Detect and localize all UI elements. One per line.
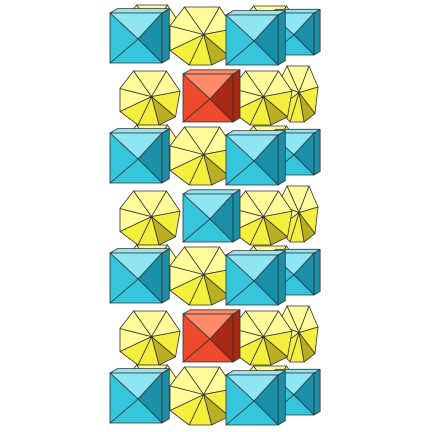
yellow-facet bbox=[119, 310, 152, 338]
cyan-concave-cube bbox=[109, 128, 170, 184]
side-face bbox=[313, 248, 321, 296]
yellow-facet bbox=[169, 246, 205, 275]
side-face bbox=[277, 250, 286, 306]
side-face bbox=[232, 69, 241, 123]
top-face bbox=[109, 248, 170, 254]
yellow-polyhedron bbox=[169, 366, 235, 426]
front-left-facet bbox=[182, 73, 211, 123]
top-face bbox=[109, 368, 170, 374]
yellow-polyhedron bbox=[169, 6, 235, 66]
yellow-polyhedron bbox=[119, 70, 181, 126]
side-face bbox=[161, 128, 170, 184]
top-face bbox=[225, 130, 286, 136]
top-face bbox=[225, 10, 286, 16]
front-left-facet bbox=[225, 14, 255, 66]
top-face bbox=[225, 250, 286, 256]
front-left-facet bbox=[109, 252, 139, 304]
yellow-facet bbox=[169, 6, 205, 35]
cyan-concave-cube bbox=[109, 368, 170, 424]
front-left-facet bbox=[225, 254, 255, 306]
front-left-facet bbox=[109, 132, 139, 184]
side-face bbox=[232, 189, 241, 243]
front-left-facet bbox=[109, 372, 139, 424]
side-face bbox=[313, 368, 321, 416]
front-left-facet bbox=[182, 313, 211, 363]
side-face bbox=[277, 130, 286, 186]
cyan-concave-cube bbox=[225, 10, 286, 66]
red-center-polyhedron bbox=[182, 69, 241, 123]
side-face bbox=[161, 248, 170, 304]
red-center-polyhedron bbox=[182, 309, 241, 363]
side-face bbox=[277, 370, 286, 426]
side-face bbox=[161, 8, 170, 64]
front-left-facet bbox=[109, 12, 139, 64]
cyan-concave-cube bbox=[225, 370, 286, 426]
top-face bbox=[182, 69, 241, 75]
yellow-polyhedron bbox=[169, 246, 235, 306]
yellow-facet bbox=[169, 366, 205, 395]
front-left-facet bbox=[182, 193, 211, 243]
front-left-facet bbox=[225, 374, 255, 426]
yellow-facet bbox=[119, 70, 152, 98]
yellow-polyhedron bbox=[119, 190, 181, 246]
side-face bbox=[313, 8, 321, 56]
yellow-polyhedron bbox=[169, 126, 235, 186]
front-left-facet bbox=[225, 134, 255, 186]
cyan-center-polyhedron bbox=[182, 189, 241, 243]
top-face bbox=[225, 370, 286, 376]
top-face bbox=[182, 189, 241, 195]
cyan-concave-cube bbox=[109, 248, 170, 304]
side-face bbox=[277, 10, 286, 66]
yellow-polyhedron bbox=[231, 190, 293, 246]
side-face bbox=[161, 368, 170, 424]
yellow-polyhedron bbox=[119, 310, 181, 366]
cyan-concave-cube bbox=[225, 250, 286, 306]
yellow-facet bbox=[169, 126, 205, 155]
side-face bbox=[313, 128, 321, 176]
cyan-concave-cube bbox=[225, 130, 286, 186]
yellow-polyhedron bbox=[231, 310, 293, 366]
yellow-polyhedron bbox=[231, 70, 293, 126]
cyan-concave-cube bbox=[109, 8, 170, 64]
top-face bbox=[109, 8, 170, 14]
top-face bbox=[182, 309, 241, 315]
side-face bbox=[232, 309, 241, 363]
top-face bbox=[109, 128, 170, 134]
yellow-facet bbox=[119, 190, 152, 218]
